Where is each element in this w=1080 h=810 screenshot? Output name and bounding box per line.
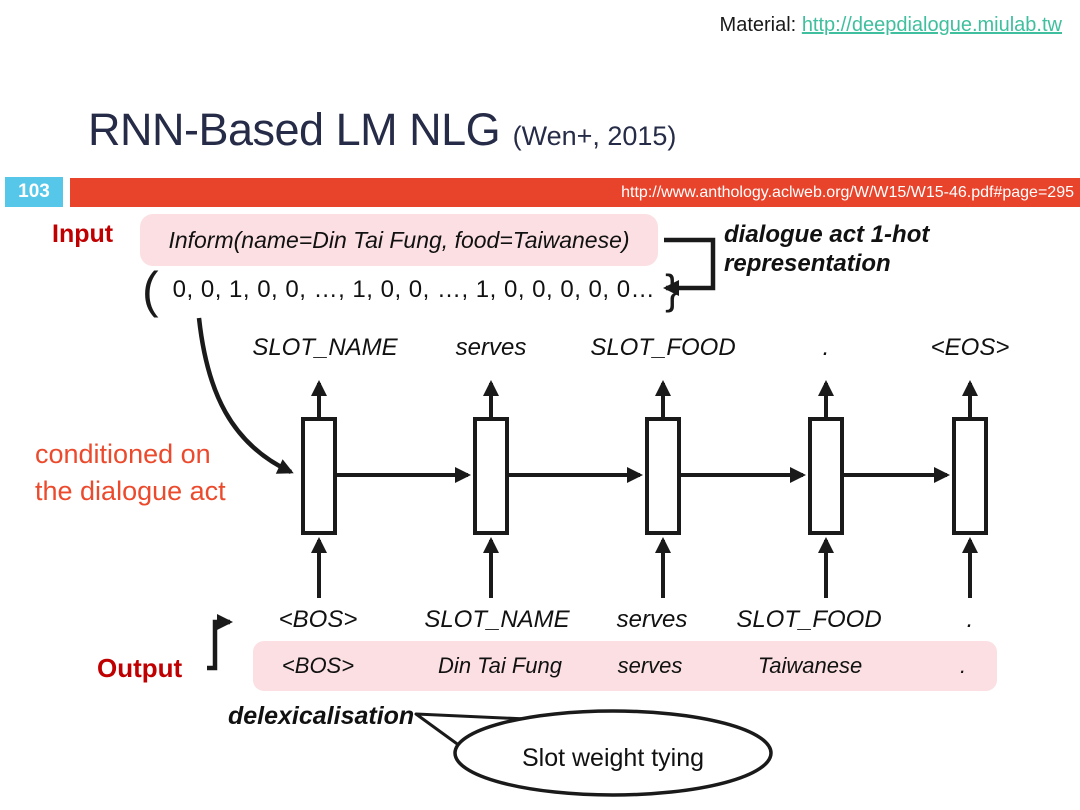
output-token-3: serves [617,653,683,678]
output-token-1: <BOS> [281,653,355,678]
vector-close-bracket: } [665,266,680,313]
title-main: RNN-Based LM NLG [88,104,501,155]
source-url[interactable]: http://www.anthology.aclweb.org/W/W15/W1… [621,184,1074,201]
vector-open-bracket: ( [142,262,159,318]
output-token-2: Din Tai Fung [438,653,562,678]
conditioned-note: conditioned on the dialogue act [35,436,226,510]
output-token-4: Taiwanese [757,653,863,678]
output-label: Output [97,653,183,683]
conditioned-note-line2: the dialogue act [35,476,226,506]
top-token-1: SLOT_NAME [252,334,398,361]
rnn-cell-3 [645,417,681,535]
onehot-note-line1: dialogue act 1-hot [724,221,930,248]
input-label: Input [52,220,114,248]
rnn-cell-1 [301,417,337,535]
bottom-token-3: serves [616,606,688,633]
page-number-badge: 103 [5,177,63,207]
dialogue-act-text: Inform(name=Din Tai Fung, food=Taiwanese… [168,227,630,253]
material-line: Material: http://deepdialogue.miulab.tw [720,14,1062,37]
bottom-token-4: SLOT_FOOD [736,606,882,633]
title-citation: (Wen+, 2015) [512,121,677,151]
material-link[interactable]: http://deepdialogue.miulab.tw [801,14,1062,36]
rnn-cell-5 [952,417,988,535]
page-title: RNN-Based LM NLG (Wen+, 2015) [88,104,676,156]
onehot-note-line2: representation [724,250,891,277]
conditioned-note-line1: conditioned on [35,439,211,469]
top-token-2: serves [455,334,527,361]
dialogue-act-box: Inform(name=Din Tai Fung, food=Taiwanese… [140,214,658,266]
output-token-5: . [959,653,967,678]
material-label: Material: [719,14,797,36]
onehot-note: dialogue act 1-hot representation [724,220,929,278]
output-box: <BOS> Din Tai Fung serves Taiwanese . [253,641,997,691]
rnn-cell-2 [473,417,509,535]
delexicalisation-label: delexicalisation [228,702,415,730]
bottom-token-2: SLOT_NAME [424,606,570,633]
speech-bubble-text: Slot weight tying [521,744,705,772]
bottom-token-1: <BOS> [278,606,358,633]
rnn-cell-4 [808,417,844,535]
output-feedback-arrow [207,614,233,671]
top-token-5: <EOS> [930,334,1010,361]
onehot-vector-row: ( 0, 0, 1, 0, 0, …, 1, 0, 0, …, 1, 0, 0,… [142,262,679,318]
top-token-3: SLOT_FOOD [590,334,736,361]
onehot-vector: 0, 0, 1, 0, 0, …, 1, 0, 0, …, 1, 0, 0, 0… [172,276,656,303]
bottom-token-5: . [966,606,974,633]
source-banner: http://www.anthology.aclweb.org/W/W15/W1… [70,178,1080,207]
top-token-4: . [822,334,830,361]
